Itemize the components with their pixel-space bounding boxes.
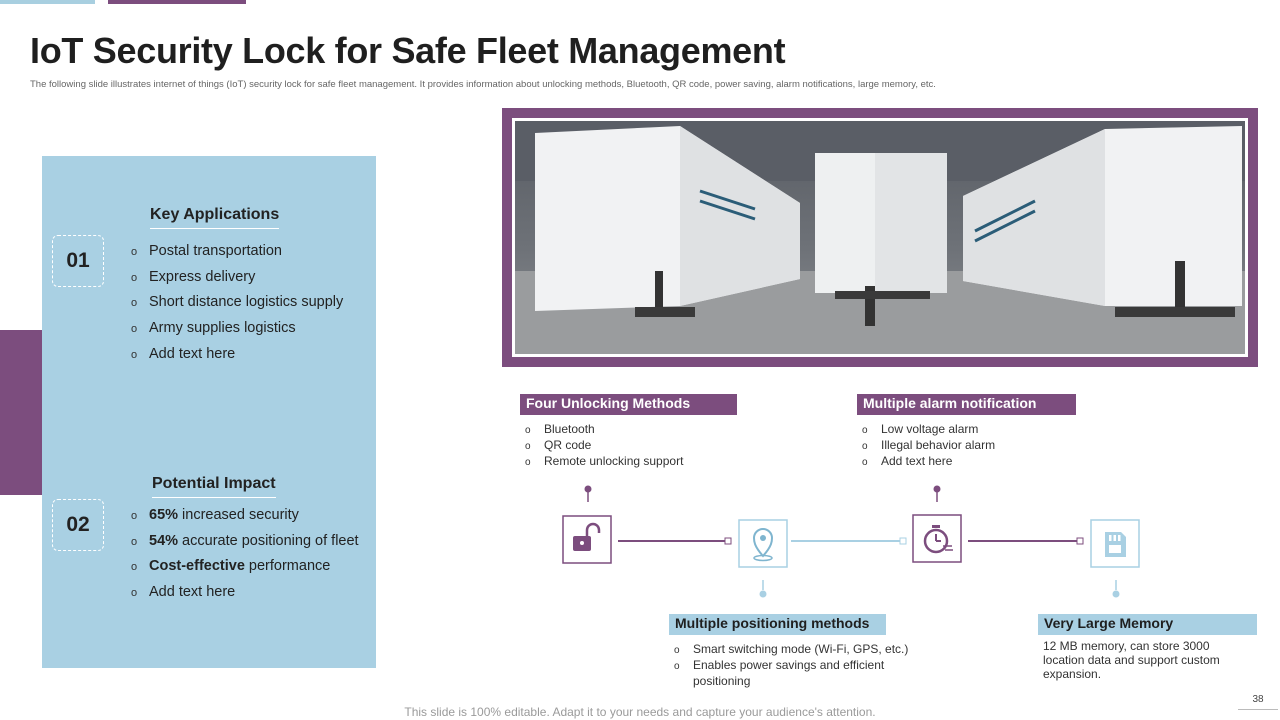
stopwatch-icon [912,514,962,563]
footer-note: This slide is 100% editable. Adapt it to… [404,705,876,719]
pin-dot [584,485,592,493]
memory-card-icon [1090,519,1140,568]
top-accent-bar-purple [108,0,246,4]
large-memory-heading: Very Large Memory [1038,614,1257,635]
trailers-photo-frame [502,108,1258,367]
truck-trailers-illustration [515,121,1245,354]
applications-panel [42,156,376,668]
top-accent-bar-blue [0,0,95,4]
pin-dot [933,485,941,493]
alarm-notification-heading: Multiple alarm notification [857,394,1076,415]
section-number-02: 02 [52,499,104,551]
padlock-icon [562,515,612,564]
list-item: positioning [693,674,751,688]
positioning-methods-heading: Multiple positioning methods [669,614,886,635]
location-pin-icon [738,519,788,568]
section-number-01: 01 [52,235,104,287]
key-applications-heading: Key Applications [150,206,280,229]
unlocking-methods-heading: Four Unlocking Methods [520,394,737,415]
page-number: 38 [1238,688,1278,710]
large-memory-text: 12 MB memory, can store 3000 location da… [1043,639,1220,681]
slide-subtitle: The following slide illustrates internet… [30,79,936,90]
trailers-photo [515,121,1245,354]
pin-dot [1112,590,1120,598]
pin-dot [759,590,767,598]
features-timeline [562,485,1140,598]
slide-title: IoT Security Lock for Safe Fleet Managem… [30,30,786,71]
potential-impact-heading: Potential Impact [152,475,276,498]
left-accent-strip [0,330,42,495]
